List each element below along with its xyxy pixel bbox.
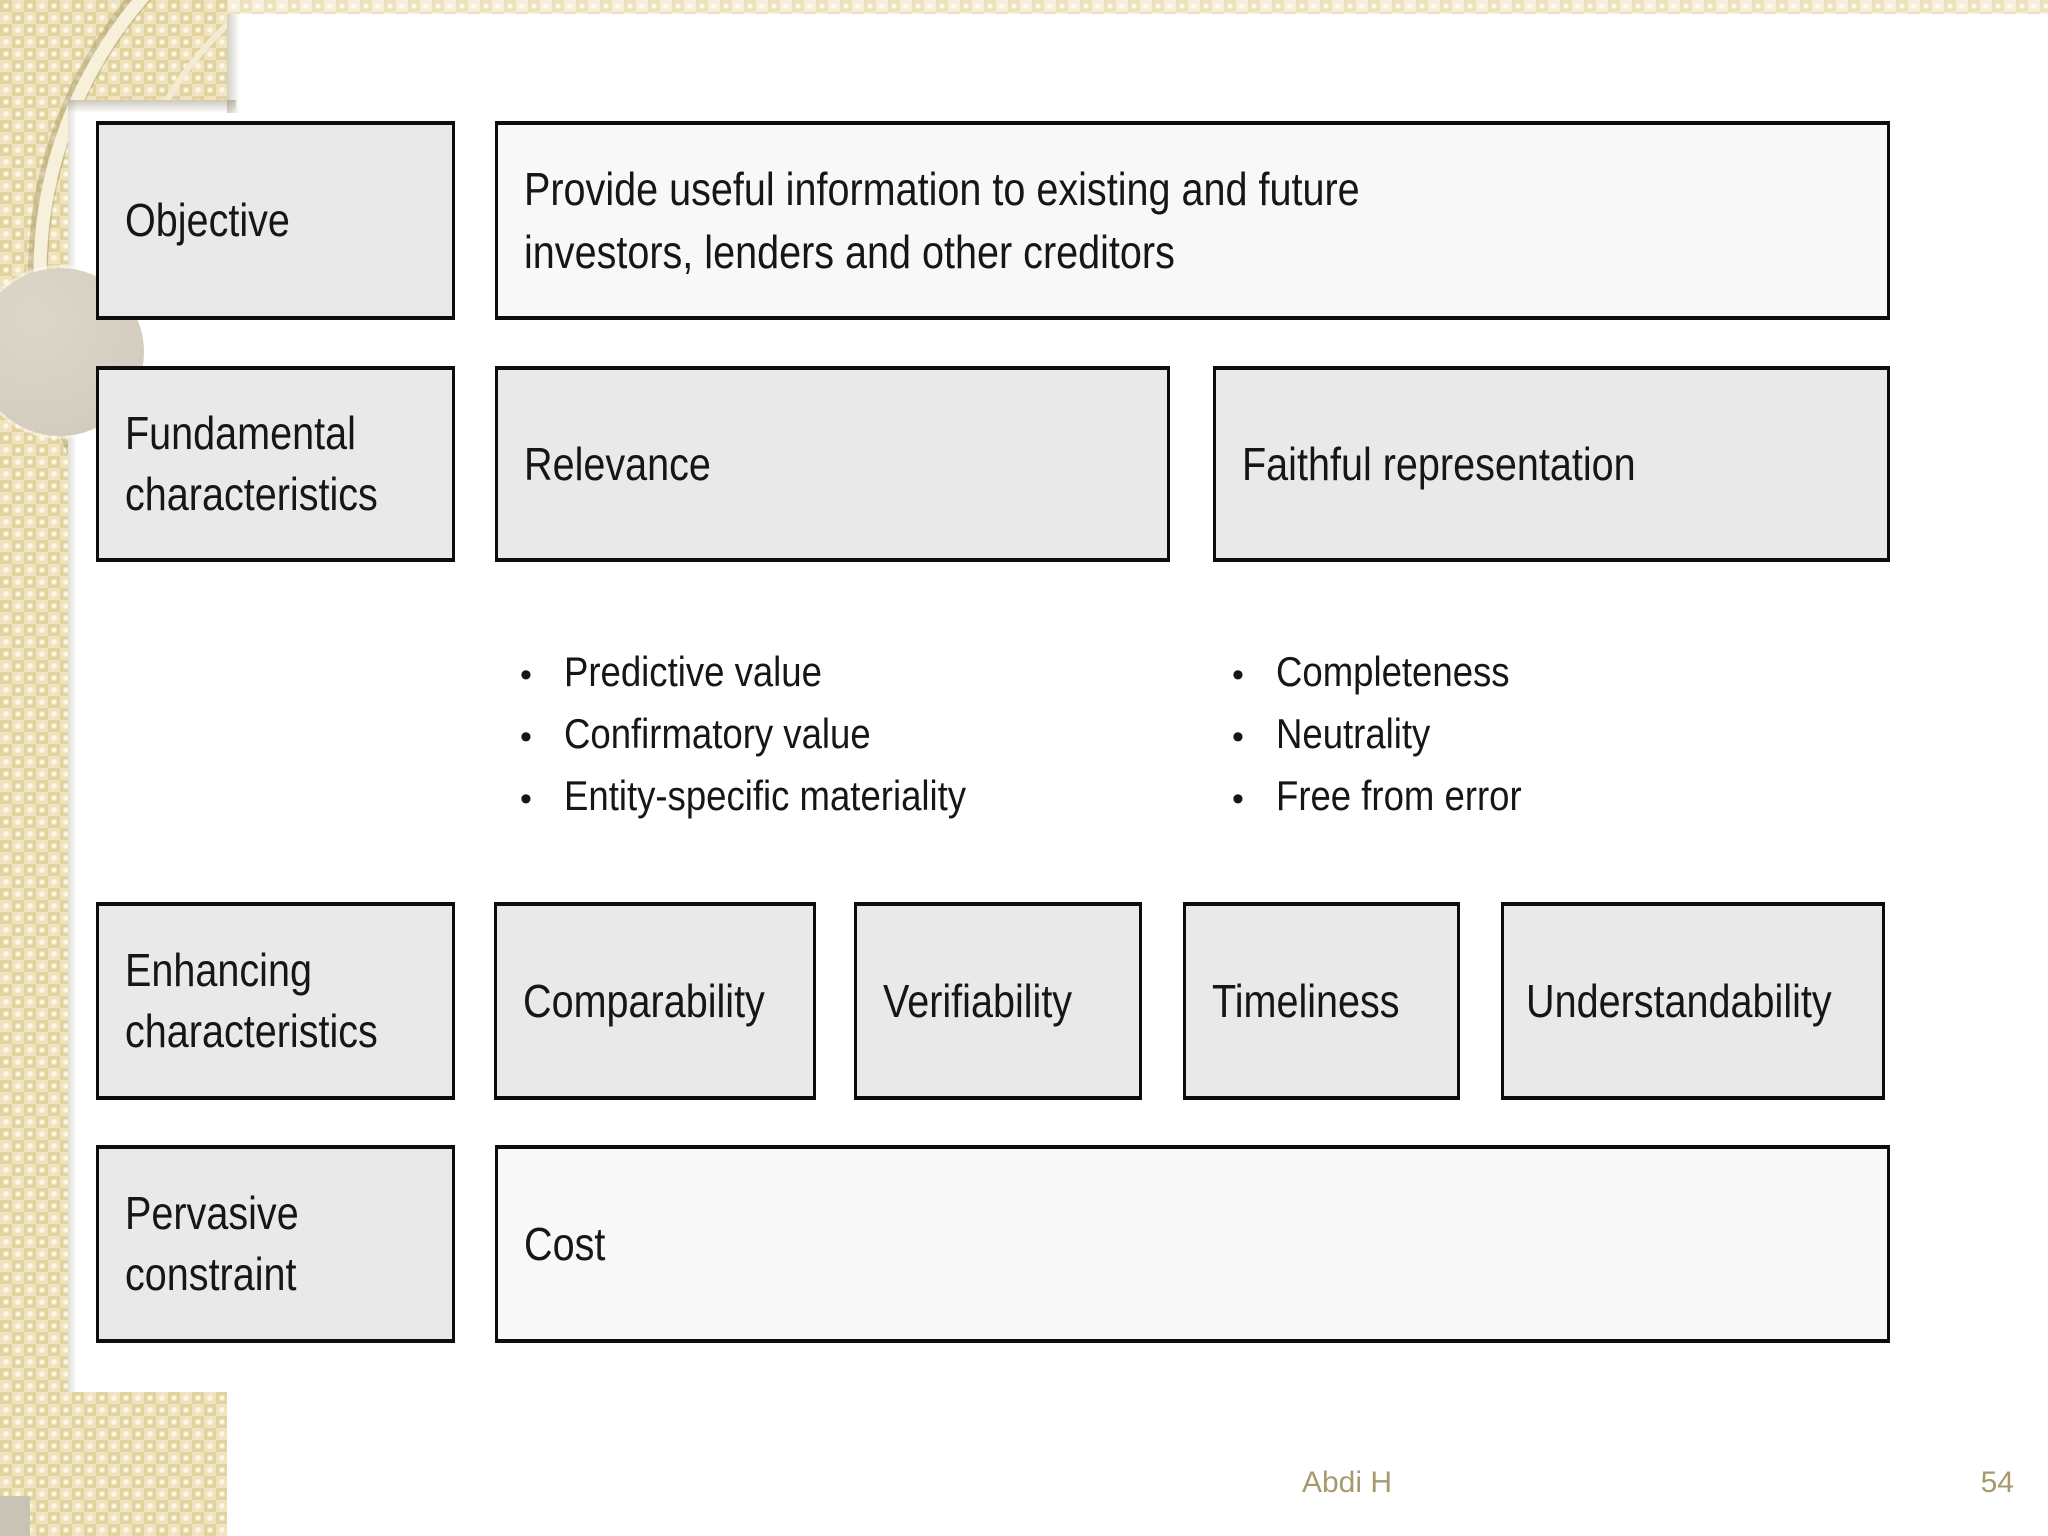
- bullet-icon: •: [1232, 718, 1244, 756]
- bullet-text: Free from error: [1276, 772, 1522, 819]
- objective-description: Provide useful information to existing a…: [524, 163, 1360, 278]
- decor-top-strip: [0, 0, 2048, 14]
- decor-shadow: [68, 100, 77, 1392]
- list-item: • Free from error: [1232, 772, 1558, 834]
- timeliness-box: Timeliness: [1183, 902, 1460, 1100]
- bullet-icon: •: [520, 718, 532, 756]
- bullet-text: Entity-specific materiality: [564, 772, 967, 819]
- decor-shadow: [227, 14, 240, 113]
- enhancing-characteristics-label: Enhancing characteristics: [125, 944, 378, 1057]
- bullet-text: Completeness: [1276, 648, 1510, 695]
- understandability-label: Understandability: [1526, 974, 1832, 1027]
- enhancing-characteristics-box: Enhancing characteristics: [96, 902, 455, 1100]
- footer-author: Abdi H: [1301, 1466, 1393, 1499]
- relevance-label: Relevance: [524, 437, 711, 490]
- bullet-icon: •: [1232, 780, 1244, 818]
- pervasive-constraint-box: Pervasive constraint: [96, 1145, 455, 1343]
- list-item: • Entity-specific materiality: [520, 772, 1026, 834]
- footer-page-number: 54: [1980, 1466, 2014, 1499]
- relevance-bullet-list: • Predictive value • Confirmatory value …: [520, 648, 1026, 834]
- fundamental-characteristics-label: Fundamental characteristics: [125, 407, 378, 520]
- bullet-icon: •: [520, 656, 532, 694]
- verifiability-label: Verifiability: [883, 974, 1073, 1027]
- objective-box: Objective: [96, 121, 455, 320]
- timeliness-label: Timeliness: [1212, 974, 1400, 1027]
- bullet-text: Predictive value: [564, 648, 822, 695]
- verifiability-box: Verifiability: [854, 902, 1142, 1100]
- bullet-text: Confirmatory value: [564, 710, 871, 757]
- objective-label: Objective: [125, 194, 290, 247]
- faithful-representation-label: Faithful representation: [1242, 437, 1636, 490]
- comparability-label: Comparability: [523, 974, 765, 1027]
- decor-corner-bottom-block: [0, 1392, 227, 1536]
- fundamental-characteristics-box: Fundamental characteristics: [96, 366, 455, 562]
- cost-label: Cost: [524, 1217, 606, 1270]
- list-item: • Completeness: [1232, 648, 1558, 710]
- decor-corner-top-block: [0, 0, 227, 100]
- bullet-icon: •: [1232, 656, 1244, 694]
- pervasive-constraint-label: Pervasive constraint: [125, 1187, 299, 1300]
- list-item: • Predictive value: [520, 648, 1026, 710]
- bullet-icon: •: [520, 780, 532, 818]
- cost-box: Cost: [495, 1145, 1890, 1343]
- decor-shadow: [68, 100, 236, 113]
- list-item: • Confirmatory value: [520, 710, 1026, 772]
- list-item: • Neutrality: [1232, 710, 1558, 772]
- objective-description-box: Provide useful information to existing a…: [495, 121, 1890, 320]
- faithful-bullet-list: • Completeness • Neutrality • Free from …: [1232, 648, 1558, 834]
- comparability-box: Comparability: [494, 902, 816, 1100]
- decor-corner-fragment: [0, 1496, 30, 1536]
- relevance-box: Relevance: [495, 366, 1170, 562]
- bullet-text: Neutrality: [1276, 710, 1431, 757]
- understandability-box: Understandability: [1501, 902, 1885, 1100]
- faithful-representation-box: Faithful representation: [1213, 366, 1890, 562]
